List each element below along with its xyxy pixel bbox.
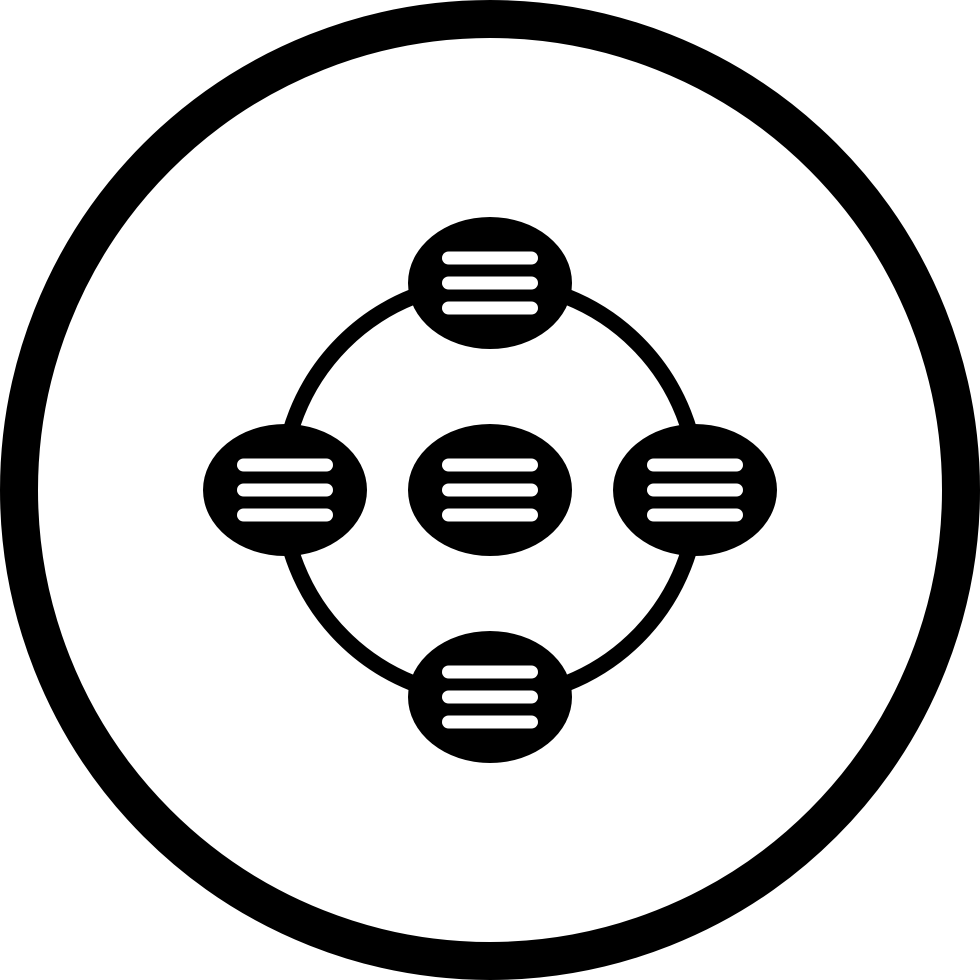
left-node-text-line [237,508,333,522]
center-node-icon [408,424,572,556]
bottom-node-text-line [442,665,538,679]
center-node-text-line [442,458,538,472]
top-node-icon [408,217,572,349]
right-node-text-line [647,508,743,522]
left-node-text-line [237,458,333,472]
top-node-text-line [442,301,538,315]
center-node-text-line [442,508,538,522]
node-group [203,217,777,763]
top-node-text-line [442,251,538,265]
bottom-node-text-line [442,715,538,729]
right-node-text-line [647,483,743,497]
top-node-text-line [442,276,538,290]
center-node-text-line [442,483,538,497]
right-node-icon [613,424,777,556]
bottom-node-icon [408,631,572,763]
left-node-text-line [237,483,333,497]
right-node-text-line [647,458,743,472]
left-node-icon [203,424,367,556]
bottom-node-text-line [442,690,538,704]
